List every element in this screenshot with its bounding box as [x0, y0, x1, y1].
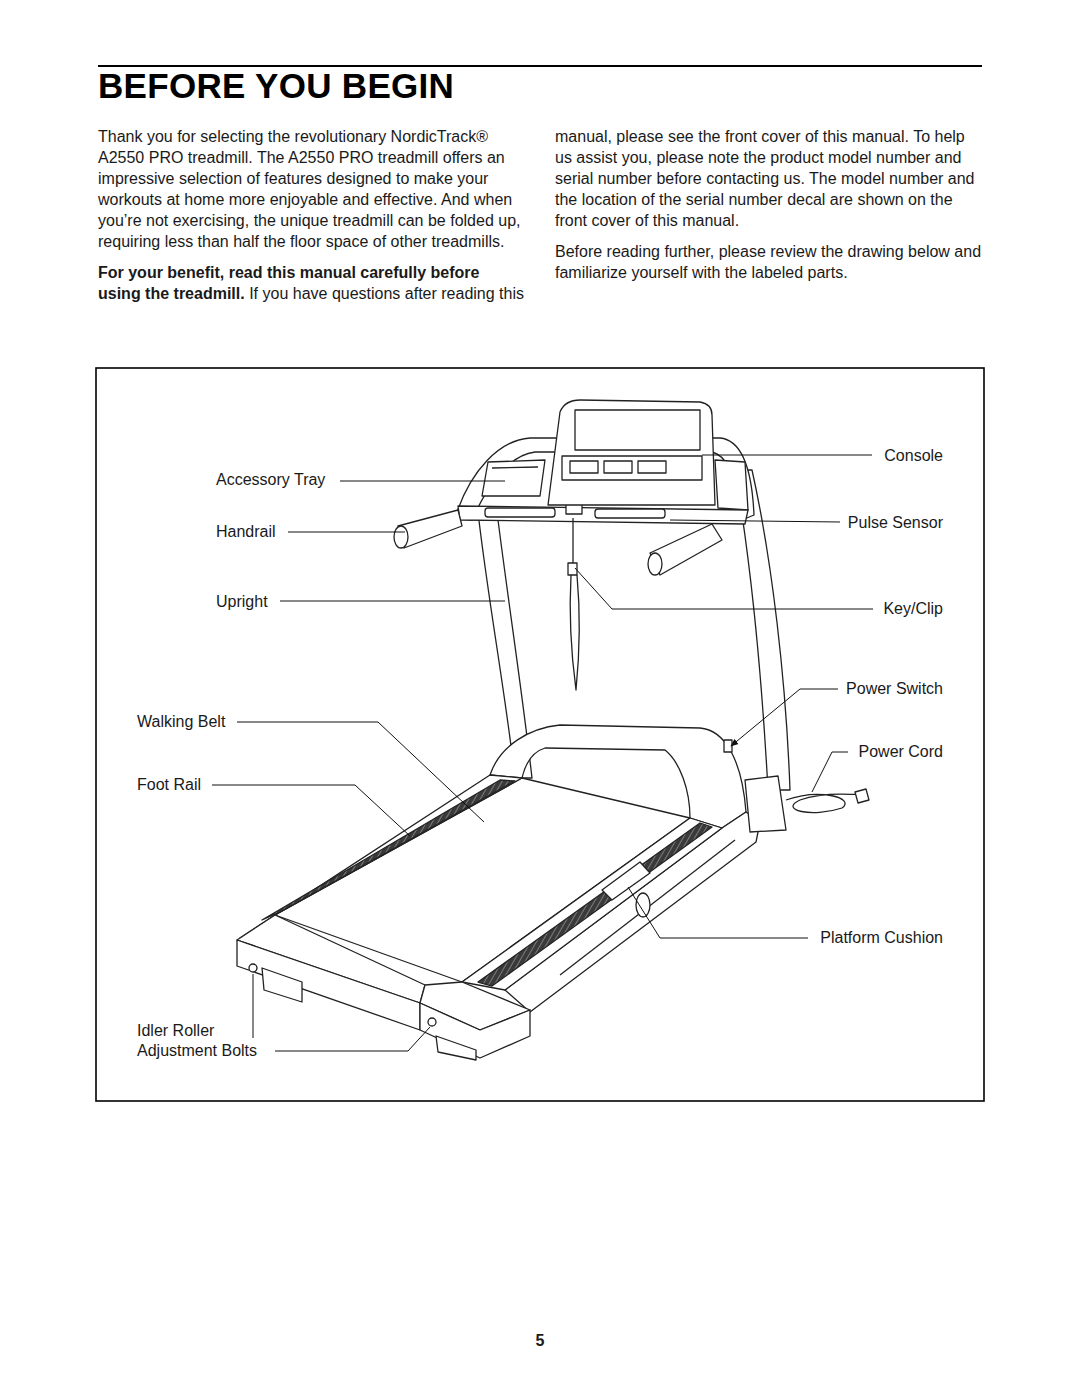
part-label: Power Switch: [846, 679, 943, 699]
part-label: Upright: [216, 592, 268, 612]
page-heading: BEFORE YOU BEGIN: [98, 66, 454, 106]
part-label: Key/Clip: [883, 599, 943, 619]
figure-frame: [96, 368, 984, 1101]
leader-lines: [212, 455, 873, 1051]
intro-text: Thank you for selecting the revolutionar…: [98, 126, 982, 304]
part-label: Pulse Sensor: [848, 513, 943, 533]
part-label: Idler Roller Adjustment Bolts: [137, 1021, 277, 1061]
paragraph: Before reading further, please review th…: [555, 241, 982, 283]
part-label: Console: [884, 446, 943, 466]
page-number: 5: [536, 1331, 545, 1351]
paragraph: Thank you for selecting the revolutionar…: [98, 126, 525, 252]
part-label: Walking Belt: [137, 712, 225, 732]
part-label: Handrail: [216, 522, 276, 542]
part-label: Platform Cushion: [820, 928, 943, 948]
part-label: Foot Rail: [137, 775, 201, 795]
body-text: Thank you for selecting the revolutionar…: [98, 128, 520, 250]
treadmill: [237, 400, 869, 1060]
part-label: Power Cord: [859, 742, 943, 762]
part-label: Accessory Tray: [216, 470, 325, 490]
body-text: Before reading further, please review th…: [555, 243, 981, 281]
